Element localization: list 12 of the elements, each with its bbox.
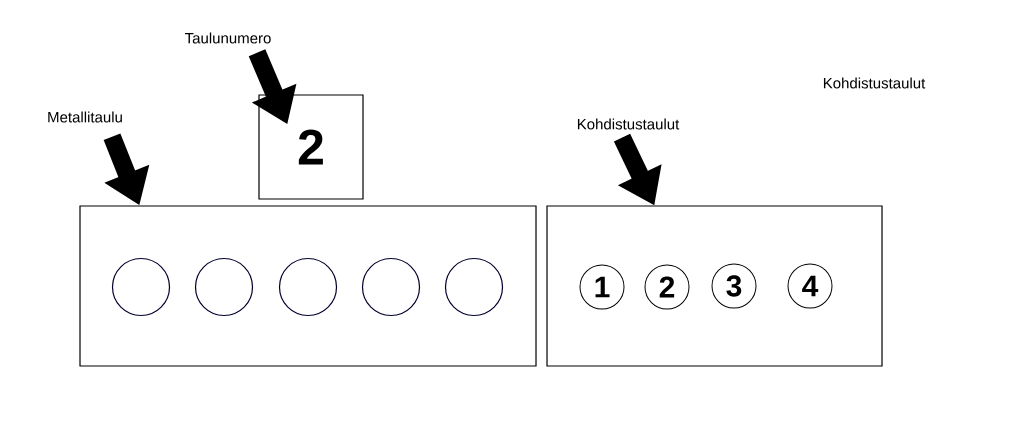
target-board-box	[546, 205, 883, 367]
text-label: Metallitaulu	[48, 111, 122, 123]
hole-circle	[444, 257, 504, 317]
hole-circle	[194, 257, 254, 317]
text-label: Taulunumero	[184, 32, 271, 44]
hole-circle	[361, 257, 421, 317]
hole-circle	[278, 257, 338, 317]
number-plate-box: 2	[258, 94, 364, 200]
hole-circle	[111, 257, 171, 317]
text-label: Kohdistustaulut	[823, 77, 926, 89]
metal-plate-box	[79, 205, 537, 367]
text-label: Kohdistustaulut	[577, 118, 680, 130]
